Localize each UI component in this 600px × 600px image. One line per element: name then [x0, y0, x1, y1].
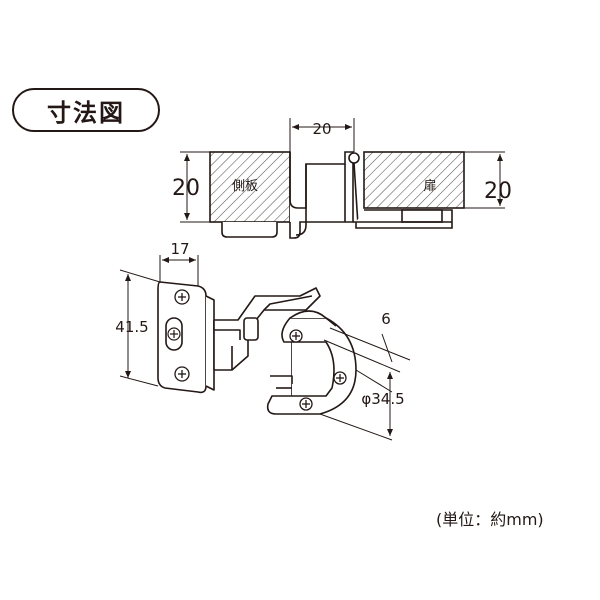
- side-panel: [209, 151, 291, 223]
- dim-right-thickness: 20: [484, 179, 512, 204]
- pivot-circle: [348, 152, 360, 164]
- hinge-dimensions: [119, 255, 411, 441]
- dim-cup-diameter: φ34.5: [361, 390, 404, 408]
- screw-top: [174, 289, 190, 305]
- diagram-title: 寸法図: [12, 88, 160, 132]
- cross-section-view: [180, 118, 505, 239]
- dim-left-thickness: 20: [172, 176, 200, 201]
- dim-hinge-height: 41.5: [115, 318, 148, 336]
- unit-note: (単位：約mm): [436, 510, 544, 529]
- hinge-profile: [289, 151, 354, 239]
- hinge-perspective-view: [157, 281, 357, 415]
- dim-hinge-thickness: 6: [381, 310, 391, 328]
- door-panel: [363, 151, 465, 209]
- screw-bottom: [174, 366, 190, 382]
- side-panel-base: [221, 222, 278, 238]
- dim-hinge-width: 17: [170, 240, 189, 258]
- label-door: 扉: [423, 178, 436, 194]
- dim-gap: 20: [312, 120, 331, 138]
- label-side-panel: 側板: [232, 179, 258, 194]
